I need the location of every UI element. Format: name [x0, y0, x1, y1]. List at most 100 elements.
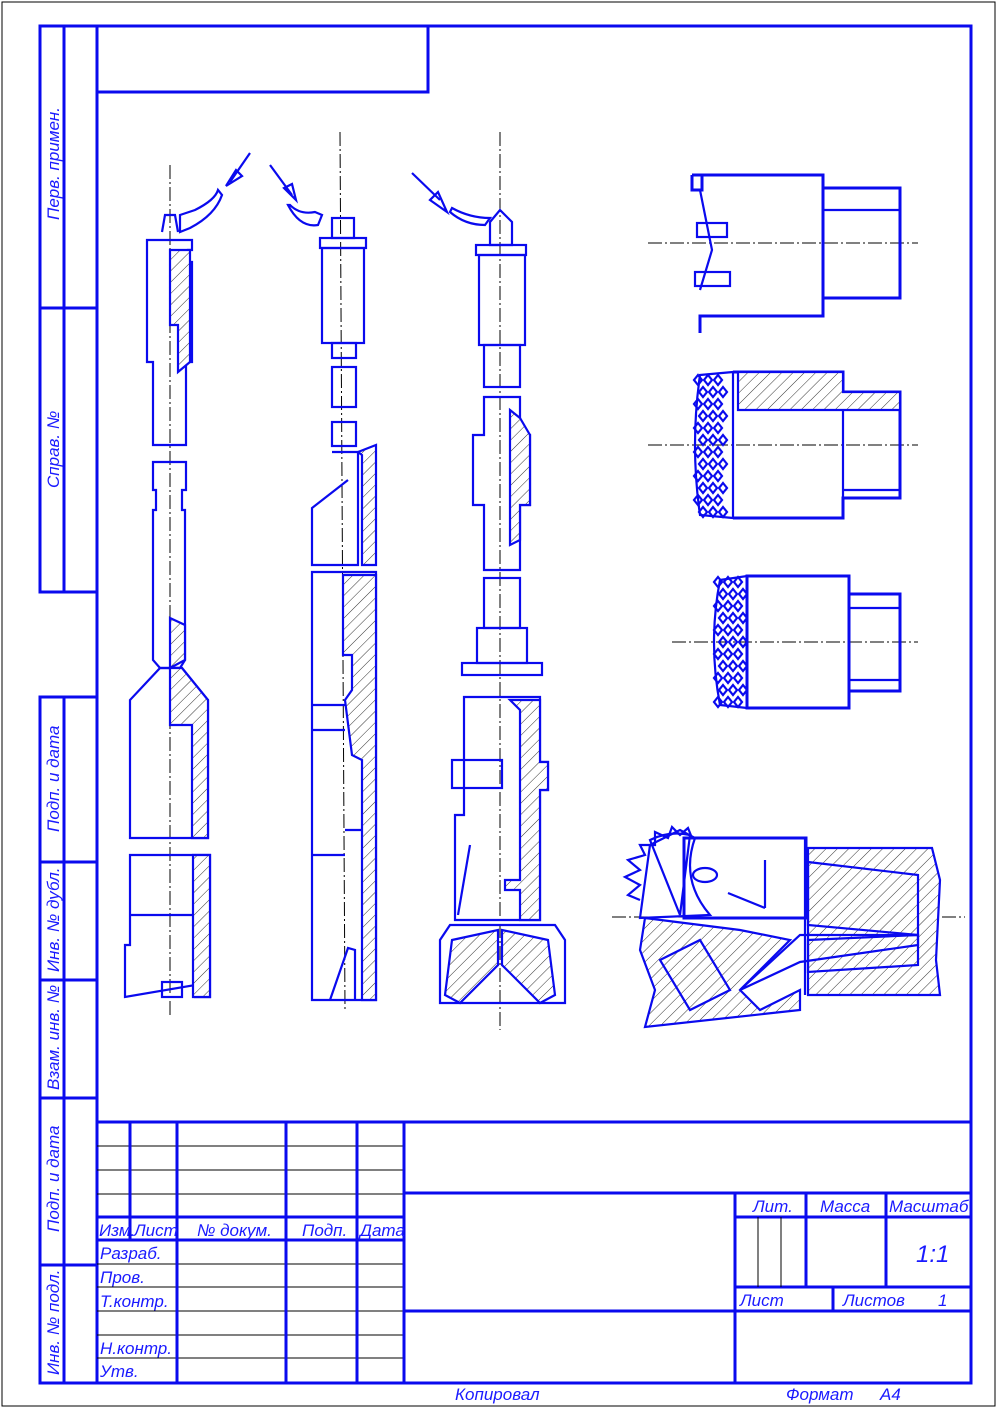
tool-drawing-3 [411, 132, 567, 1030]
cutter-insert [702, 421, 714, 435]
cutter-insert [727, 683, 739, 697]
cutter-insert [722, 671, 734, 685]
cutter-insert [697, 481, 709, 495]
cutter-insert [702, 493, 714, 507]
cutter-insert [702, 445, 714, 459]
role-nkontr: Н.контр. [100, 1339, 172, 1358]
side-label: Инв. № дубл. [44, 867, 63, 972]
role-razrab: Разраб. [100, 1244, 162, 1263]
cutter-insert [722, 575, 734, 589]
bit-drawing-3 [672, 574, 918, 710]
masshtab-label: Масштаб [889, 1197, 970, 1216]
cutter-insert [712, 671, 724, 685]
side-label: Инв. № подл. [44, 1270, 63, 1376]
cutter-insert [697, 385, 709, 399]
sheets-label: Листов [842, 1291, 905, 1310]
side-strip: Перв. примен. Справ. № Подп. и дата Инв.… [38, 24, 99, 1385]
role-prov: Пров. [100, 1268, 145, 1287]
cutter-insert [737, 611, 749, 625]
cutter-insert [717, 611, 729, 625]
cutter-insert [732, 647, 744, 661]
side-label: Подп. и дата [44, 726, 63, 832]
scale-value: 1:1 [916, 1241, 949, 1268]
cutter-insert [707, 457, 719, 471]
cutter-insert [732, 623, 744, 637]
cutter-insert [737, 683, 749, 697]
sheets-value: 1 [938, 1291, 947, 1310]
cutter-insert [737, 587, 749, 601]
cutter-insert [717, 659, 729, 673]
side-label: Взам. инв. № [44, 985, 63, 1090]
cutter-insert [717, 409, 729, 423]
cutter-insert [722, 647, 734, 661]
cutter-insert [717, 505, 729, 519]
top-left-box [95, 24, 430, 94]
cutter-insert [737, 635, 749, 649]
cutter-insert [712, 445, 724, 459]
cutter-insert [702, 469, 714, 483]
role-tkontr: Т.контр. [100, 1292, 169, 1311]
side-label: Перв. примен. [44, 107, 63, 220]
cutter-insert [692, 421, 704, 435]
header-doc: № докум. [197, 1221, 272, 1240]
header-data: Дата [358, 1221, 405, 1240]
cutter-insert [717, 683, 729, 697]
format-label: Формат [786, 1385, 854, 1404]
cutter-insert [717, 587, 729, 601]
cutter-insert [707, 409, 719, 423]
cutter-insert [697, 409, 709, 423]
cutter-insert [722, 599, 734, 613]
format-value: A4 [879, 1385, 901, 1404]
cutter-insert [697, 457, 709, 471]
bit-drawing-1 [648, 173, 918, 333]
cutter-insert [732, 695, 744, 709]
title-block: Изм. Лист № докум. Подп. Дата Разраб. Пр… [97, 1120, 971, 1383]
copied-label: Копировал [455, 1385, 540, 1404]
cutter-insert [727, 635, 739, 649]
header-list: Лист [133, 1221, 178, 1240]
cutter-insert [692, 445, 704, 459]
cutter-insert [712, 623, 724, 637]
role-utv: Утв. [99, 1362, 139, 1381]
cutter-insert [707, 433, 719, 447]
cutter-insert [737, 659, 749, 673]
cutter-insert [697, 505, 709, 519]
cutter-insert [717, 385, 729, 399]
bit-drawing-2 [648, 370, 918, 520]
cutter-insert [712, 599, 724, 613]
cutter-insert [717, 433, 729, 447]
cutter-insert [722, 623, 734, 637]
cutter-insert [732, 575, 744, 589]
cutter-insert [692, 493, 704, 507]
header-podp: Подп. [302, 1221, 347, 1240]
cutter-insert [712, 469, 724, 483]
cutter-insert [712, 421, 724, 435]
cutter-insert [707, 385, 719, 399]
sheet-label: Лист [739, 1291, 784, 1310]
cutter-insert [707, 505, 719, 519]
cutter-insert [692, 373, 704, 387]
side-label: Подп. и дата [44, 1126, 63, 1232]
cutter-insert [692, 397, 704, 411]
cutter-insert [712, 397, 724, 411]
cutter-insert [692, 469, 704, 483]
side-label: Справ. № [44, 411, 63, 488]
cutter-insert [707, 481, 719, 495]
tool-drawing-2 [269, 131, 378, 1011]
cutter-insert [712, 575, 724, 589]
cutter-insert [717, 635, 729, 649]
header-izm: Изм. [99, 1221, 135, 1240]
cutter-insert [727, 611, 739, 625]
cutter-insert [712, 493, 724, 507]
tool-drawing-1 [123, 152, 251, 1015]
cutter-insert [722, 695, 734, 709]
cutter-insert [697, 433, 709, 447]
cutter-insert [732, 671, 744, 685]
cutter-insert [732, 599, 744, 613]
cutter-insert [712, 695, 724, 709]
roller-cone-bit-drawing [612, 825, 965, 1029]
cutter-insert [727, 659, 739, 673]
cutter-insert [717, 481, 729, 495]
